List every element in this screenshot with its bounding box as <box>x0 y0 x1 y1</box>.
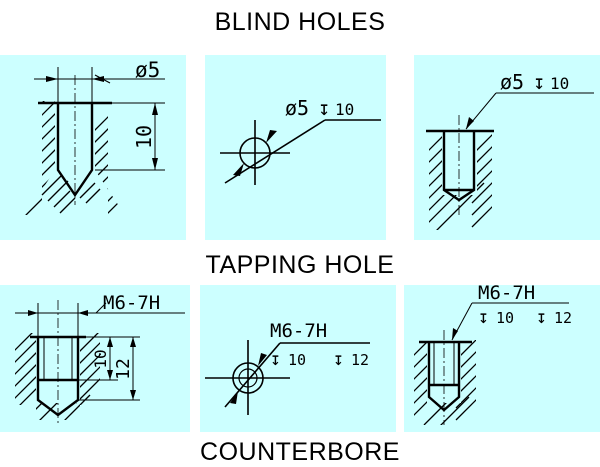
blind-hole-leader-panel: ø5 ↧ 10 <box>414 55 600 240</box>
tapping-hole-3-thread: M6-7H <box>478 285 535 304</box>
blind-hole-dimensioned-panel: ø5 10 <box>0 55 186 240</box>
tapping-hole-top-view-panel: M6-7H ↧ 10 ↧ 12 <box>200 285 396 432</box>
heading-tapping-hole: TAPPING HOLE <box>205 251 395 279</box>
tapping-hole-3-thread-depth: 10 <box>496 309 514 327</box>
tapping-hole-3-drill-depth: 12 <box>554 309 572 327</box>
blind-hole-3-callout: ø5 <box>500 70 524 94</box>
tapping-hole-2-drill-depth: 12 <box>351 351 369 369</box>
tapping-hole-2-depth-symbol-2: ↧ <box>333 349 344 370</box>
blind-hole-2-callout: ø5 <box>285 96 309 120</box>
blind-hole-2-depth-symbol: ↧ <box>318 96 330 120</box>
blind-hole-3-depth-symbol: ↧ <box>533 70 545 94</box>
blind-hole-2-depth: 10 <box>335 100 354 119</box>
tapping-hole-1-drill-depth: 12 <box>113 358 134 380</box>
tapping-hole-2-thread: M6-7H <box>270 320 327 342</box>
tapping-hole-1-thread-depth: 10 <box>91 349 110 368</box>
heading-blind-holes: BLIND HOLES <box>214 8 386 36</box>
tapping-hole-3-depth-symbol-1: ↧ <box>478 307 489 328</box>
tapping-hole-2-thread-depth: 10 <box>288 351 306 369</box>
blind-hole-top-view-panel: ø5 ↧ 10 <box>205 55 386 240</box>
tapping-hole-2-depth-symbol-1: ↧ <box>270 349 281 370</box>
heading-counterbore: COUNTERBORE <box>200 438 400 466</box>
tapping-hole-dimensioned-panel: M6-7H 10 12 <box>0 285 190 432</box>
tapping-hole-1-thread: M6-7H <box>103 292 160 314</box>
tapping-hole-leader-panel: M6-7H ↧ 10 ↧ 12 <box>404 285 600 432</box>
blind-hole-1-diameter: ø5 <box>135 58 160 82</box>
blind-hole-3-depth: 10 <box>550 74 569 93</box>
tapping-hole-3-depth-symbol-2: ↧ <box>536 307 547 328</box>
blind-hole-1-depth: 10 <box>132 125 156 149</box>
